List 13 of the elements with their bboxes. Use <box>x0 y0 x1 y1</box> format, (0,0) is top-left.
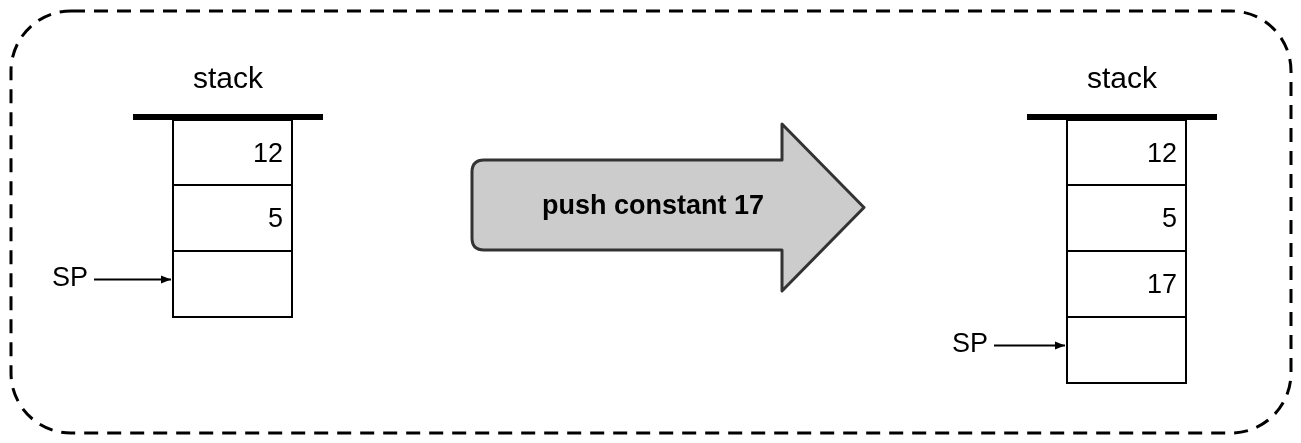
stack-cell: 17 <box>1066 250 1187 318</box>
stack-pointer-label: SP <box>52 264 89 291</box>
stack-cell <box>172 250 293 318</box>
stack-cell: 5 <box>172 184 293 252</box>
pointer-arrow <box>993 341 1066 350</box>
stack-cell: 5 <box>1066 184 1187 252</box>
stack-pointer-label: SP <box>952 330 989 357</box>
stack-heading: stack <box>1086 60 1158 96</box>
stack-heading: stack <box>192 60 264 96</box>
stack-cell: 12 <box>1066 119 1187 186</box>
stack-cell: 12 <box>172 119 293 186</box>
pointer-arrow <box>93 275 172 284</box>
stack-cell <box>1066 316 1187 384</box>
